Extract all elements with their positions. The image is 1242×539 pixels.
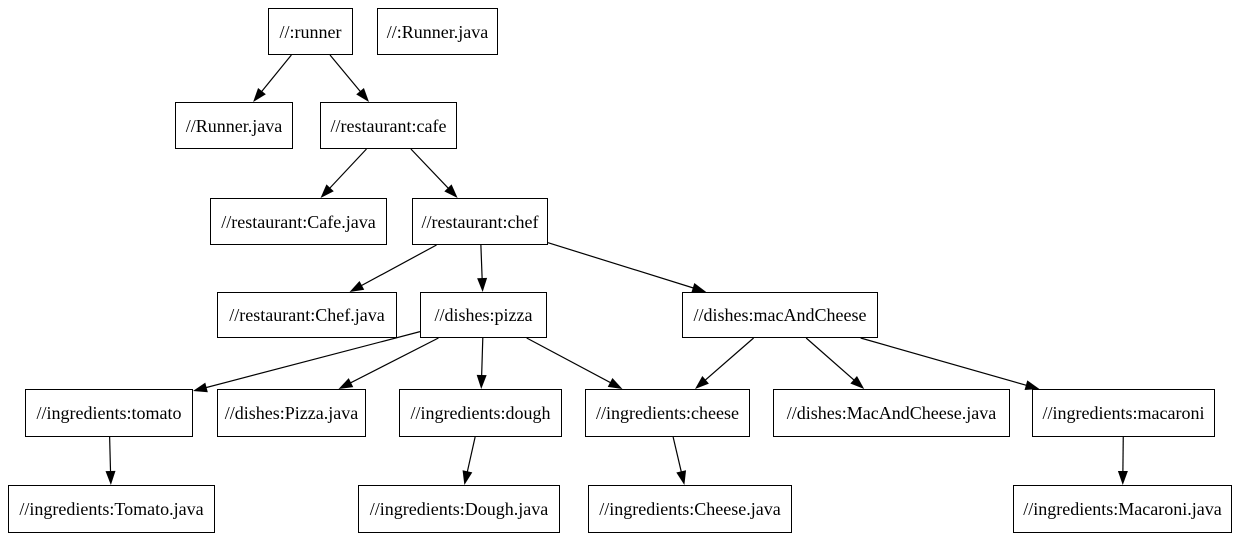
graph-node-mac-and-cheese: //dishes:macAndCheese xyxy=(682,292,878,338)
edge-arrowhead-icon xyxy=(462,470,473,485)
edge-arrowhead-icon xyxy=(356,88,369,102)
edge-arrowhead-icon xyxy=(320,184,334,198)
edge-mac-and-cheese-to-cheese xyxy=(700,337,754,384)
graph-node-pizza: //dishes:pizza xyxy=(420,292,547,338)
graph-node-cheese: //ingredients:cheese xyxy=(585,389,750,437)
graph-node-runner-java-file: //Runner.java xyxy=(175,102,293,149)
edge-arrowhead-icon xyxy=(695,376,709,389)
edge-pizza-to-tomato xyxy=(200,331,421,390)
edge-mac-and-cheese-to-macaroni xyxy=(860,337,1032,388)
edge-pizza-to-pizza-java-file xyxy=(345,337,439,386)
graph-node-cheese-java-file: //ingredients:Cheese.java xyxy=(588,485,792,533)
edge-arrowhead-icon xyxy=(476,374,487,389)
graph-node-runner: //:runner xyxy=(268,8,353,55)
graph-node-root-runner-java-file: //:Runner.java xyxy=(377,8,498,55)
graph-node-macaroni: //ingredients:macaroni xyxy=(1032,389,1215,437)
edge-arrowhead-icon xyxy=(349,280,365,292)
edge-chef-to-pizza xyxy=(480,244,483,284)
edge-runner-to-cafe xyxy=(329,54,365,96)
edge-cafe-to-chef xyxy=(410,148,453,193)
edge-arrowhead-icon xyxy=(105,470,116,485)
edge-arrowhead-icon xyxy=(850,376,865,389)
edge-arrowhead-icon xyxy=(338,378,354,389)
edge-cafe-to-cafe-java-file xyxy=(325,148,367,193)
edge-arrowhead-icon xyxy=(444,184,458,198)
edge-arrowhead-icon xyxy=(253,87,266,102)
edge-cheese-to-cheese-java-file xyxy=(672,436,684,477)
edge-dough-to-dough-java-file xyxy=(465,436,476,477)
graph-node-dough: //ingredients:dough xyxy=(399,389,562,437)
graph-node-chef: //restaurant:chef xyxy=(412,198,548,245)
graph-node-cafe: //restaurant:cafe xyxy=(320,102,457,149)
edge-mac-and-cheese-to-mac-and-cheese-java-file xyxy=(805,337,859,384)
edge-pizza-to-dough xyxy=(480,337,484,381)
graph-node-pizza-java-file: //dishes:Pizza.java xyxy=(217,389,366,437)
edge-tomato-to-tomato-java-file xyxy=(109,436,112,477)
edge-chef-to-chef-java-file xyxy=(356,244,437,289)
graph-node-dough-java-file: //ingredients:Dough.java xyxy=(358,485,560,533)
graph-node-mac-and-cheese-java-file: //dishes:MacAndCheese.java xyxy=(773,389,1010,437)
graph-node-tomato-java-file: //ingredients:Tomato.java xyxy=(8,485,215,533)
edge-pizza-to-cheese xyxy=(526,337,616,386)
edge-arrowhead-icon xyxy=(676,470,687,485)
edge-arrowhead-icon xyxy=(1117,470,1128,485)
edge-runner-to-runner-java-file xyxy=(257,54,292,96)
graph-node-cafe-java-file: //restaurant:Cafe.java xyxy=(210,198,387,245)
graph-node-chef-java-file: //restaurant:Chef.java xyxy=(217,292,397,338)
edge-arrowhead-icon xyxy=(193,382,208,393)
edge-arrowhead-icon xyxy=(607,378,623,389)
graph-node-macaroni-java-file: //ingredients:Macaroni.java xyxy=(1013,485,1232,533)
edge-chef-to-mac-and-cheese xyxy=(547,242,699,291)
edge-arrowhead-icon xyxy=(477,277,488,292)
graph-node-tomato: //ingredients:tomato xyxy=(25,389,193,437)
